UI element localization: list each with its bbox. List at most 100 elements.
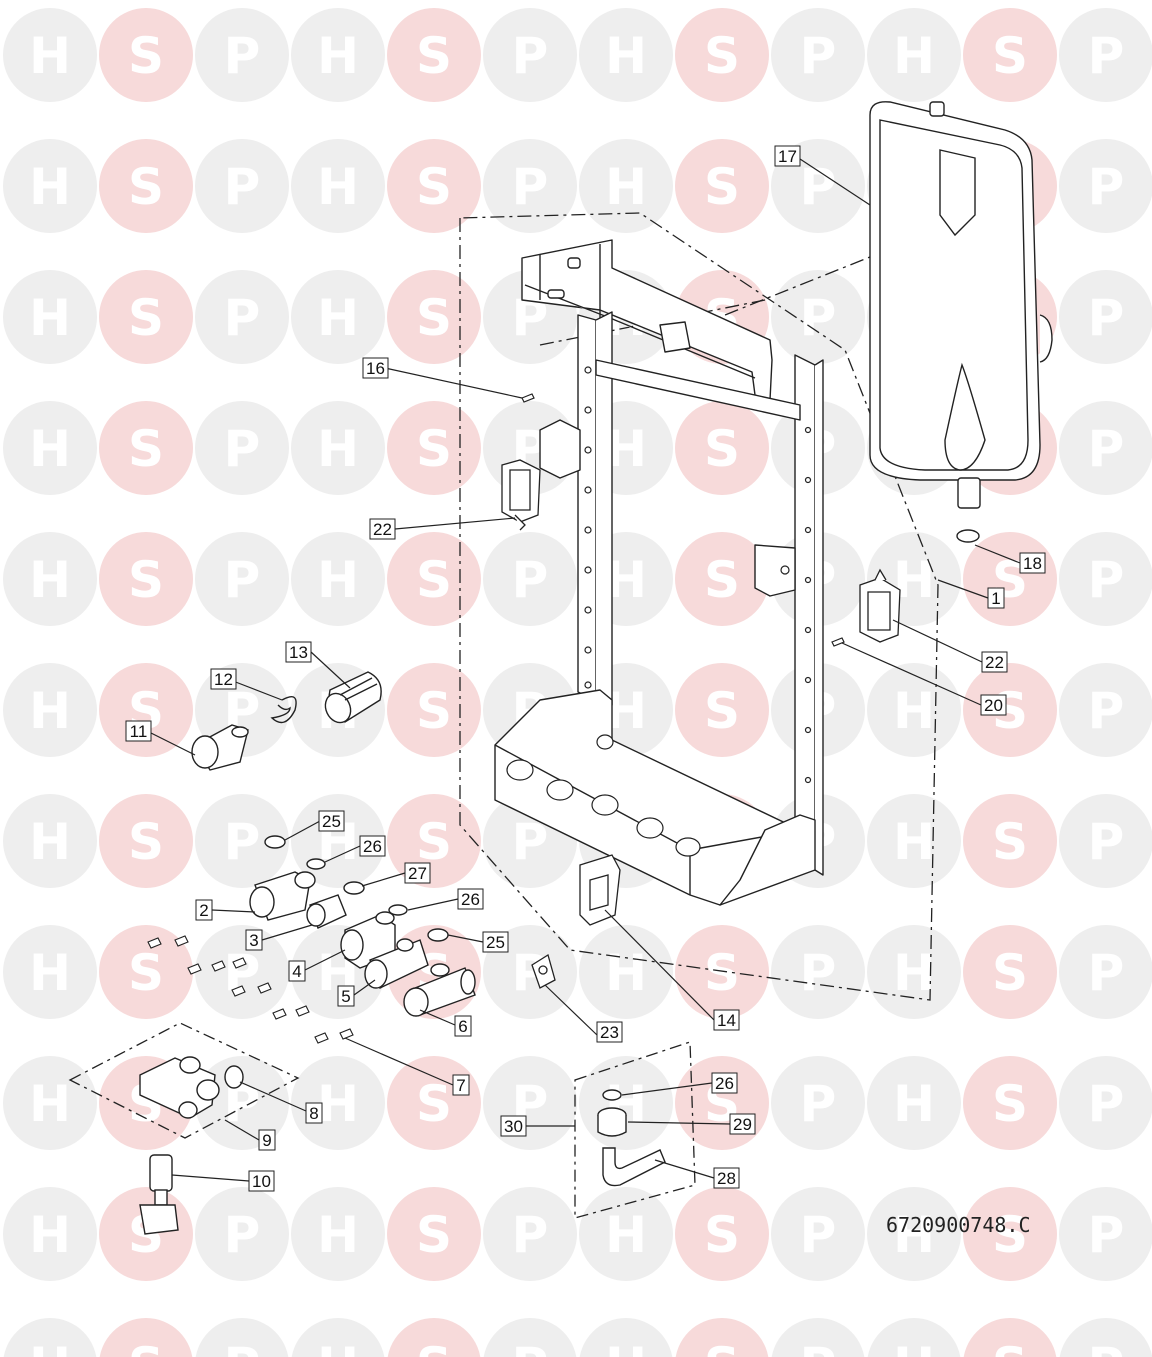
watermark-circle — [291, 532, 385, 626]
watermark-letter: H — [605, 944, 647, 1002]
watermark-letter: S — [128, 944, 164, 1002]
watermark-circle — [3, 925, 97, 1019]
callout-labels — [125, 145, 1046, 1192]
callout-1: 1 — [991, 589, 1000, 608]
subassembly-9-outline — [68, 1022, 300, 1139]
valve-9 — [139, 1056, 220, 1119]
nut-29 — [597, 1107, 627, 1137]
watermark-letter: H — [317, 420, 359, 478]
watermark-letter: H — [29, 27, 71, 85]
callout-4: 4 — [292, 962, 301, 981]
watermark-letter: P — [800, 944, 837, 1002]
watermark-circle — [3, 8, 97, 102]
watermark-circle — [387, 1187, 481, 1281]
watermark-letter: H — [29, 289, 71, 347]
watermark-letter: H — [317, 1337, 359, 1357]
watermark-letter: S — [992, 1206, 1028, 1264]
drawing-number: 6720900748.C — [886, 1213, 1031, 1237]
watermark-circle — [99, 663, 193, 757]
watermark-circle — [3, 1187, 97, 1281]
watermark-letter: S — [128, 420, 164, 478]
watermark-letter: P — [224, 158, 261, 216]
watermark-circle — [579, 8, 673, 102]
watermark-circle — [675, 8, 769, 102]
watermark-circle — [483, 8, 577, 102]
watermark-letter: P — [1088, 1206, 1125, 1264]
watermark-circle — [963, 1056, 1057, 1150]
watermark-circle — [963, 1318, 1057, 1357]
watermark-circle — [3, 139, 97, 233]
watermark-letter: S — [704, 27, 740, 85]
watermark-letter: H — [29, 682, 71, 740]
watermark-circle — [99, 401, 193, 495]
watermark-letter: P — [1088, 289, 1125, 347]
watermark-letter: S — [992, 1337, 1028, 1357]
callout-23: 23 — [600, 1023, 619, 1042]
watermark-circle — [771, 270, 865, 364]
watermark-letter: H — [317, 158, 359, 216]
watermark-letter: S — [416, 1206, 452, 1264]
watermark-letter: P — [512, 1337, 549, 1357]
watermark-circle — [3, 1318, 97, 1357]
watermark-letter: S — [416, 27, 452, 85]
seal-18 — [956, 529, 980, 543]
watermark-letter: P — [512, 158, 549, 216]
callout-17: 17 — [778, 147, 797, 166]
watermark-letter: H — [317, 289, 359, 347]
callout-6: 6 — [458, 1017, 467, 1036]
watermark-circle — [867, 1318, 961, 1357]
watermark-letter: S — [128, 27, 164, 85]
watermark-circle — [195, 925, 289, 1019]
watermark-circle — [1059, 139, 1152, 233]
watermark-circle — [963, 663, 1057, 757]
watermark-letter: S — [992, 27, 1028, 85]
callout-22-right: 22 — [985, 653, 1004, 672]
callout-8: 8 — [309, 1104, 318, 1123]
watermark-letter: H — [29, 1337, 71, 1357]
watermark-circle — [771, 1187, 865, 1281]
elbow-connector-11 — [191, 724, 249, 771]
callout-3: 3 — [249, 931, 258, 950]
clip-12 — [270, 696, 297, 724]
callout-17-box — [774, 145, 801, 167]
bracket-14 — [579, 854, 621, 926]
callout-13: 13 — [289, 643, 308, 662]
watermark-circle — [387, 532, 481, 626]
watermark-circle — [195, 532, 289, 626]
watermark-circle — [579, 925, 673, 1019]
watermark-letter: P — [512, 27, 549, 85]
watermark-circle — [387, 8, 481, 102]
callout-27: 27 — [408, 864, 427, 883]
watermark-circle — [99, 925, 193, 1019]
watermark-letter: S — [704, 158, 740, 216]
watermark-letter: H — [29, 813, 71, 871]
watermark-circle — [579, 139, 673, 233]
watermark-circle — [675, 401, 769, 495]
watermark-letter: P — [1088, 682, 1125, 740]
watermark-circle — [771, 1056, 865, 1150]
watermark-letter: P — [800, 1206, 837, 1264]
watermark-circle — [99, 8, 193, 102]
watermark-letter: P — [800, 289, 837, 347]
watermark-letter: S — [704, 420, 740, 478]
callout-18: 18 — [1023, 554, 1042, 573]
watermark-circle — [483, 1187, 577, 1281]
watermark-circle — [195, 8, 289, 102]
watermark-letter: H — [29, 158, 71, 216]
watermark-letter: S — [416, 1075, 452, 1133]
watermark-circle — [771, 8, 865, 102]
watermark-circle — [675, 139, 769, 233]
watermark-circle — [579, 1318, 673, 1357]
callout-2: 2 — [199, 901, 208, 920]
watermark-circle — [675, 925, 769, 1019]
watermark-letter: S — [704, 1337, 740, 1357]
watermark-circle — [963, 794, 1057, 888]
watermark-letter: P — [1088, 27, 1125, 85]
pipe-connector-13 — [324, 671, 382, 724]
watermark-circle — [3, 401, 97, 495]
watermark-letter: H — [893, 682, 935, 740]
watermark-circle — [771, 1318, 865, 1357]
watermark-letter: P — [1088, 551, 1125, 609]
watermark-circle — [483, 1318, 577, 1357]
